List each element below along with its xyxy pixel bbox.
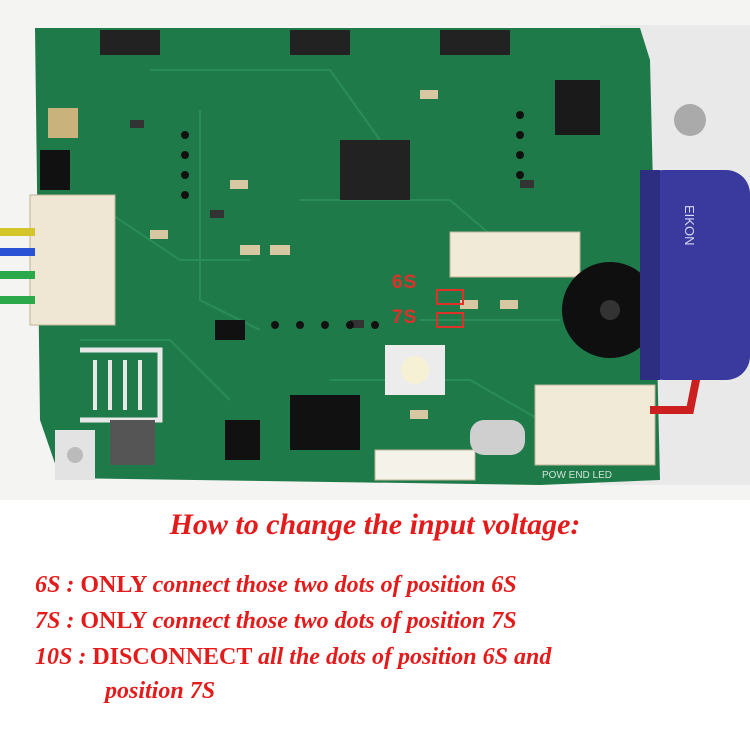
capacitor-brand-label: EIKON (682, 205, 697, 246)
instructions-title: How to change the input voltage: (169, 508, 581, 541)
instruction-row-10s-continuation: position 7S (105, 678, 215, 705)
row-key: 10S : (35, 644, 87, 670)
instructions-panel: How to change the input voltage: 6S : ON… (0, 500, 750, 750)
row-command: ONLY (80, 572, 147, 598)
pcb-board-photo (0, 0, 750, 500)
mark-6s-label: 6S (392, 272, 418, 293)
row-key: 7S : (35, 608, 75, 634)
row-key: 6S : (35, 572, 75, 598)
instruction-row-10s: 10S : DISCONNECT all the dots of positio… (35, 644, 551, 671)
mark-7s-label: 7S (392, 307, 418, 328)
silkscreen-label: POW END LED (542, 470, 613, 481)
row-description: connect those two dots of position 7S (152, 608, 517, 634)
row-command: DISCONNECT (92, 644, 252, 670)
instruction-row-7s: 7S : ONLY connect those two dots of posi… (35, 608, 517, 635)
row-description: connect those two dots of position 6S (152, 572, 517, 598)
instruction-row-6s: 6S : ONLY connect those two dots of posi… (35, 572, 517, 599)
row-description: all the dots of position 6S and (257, 644, 552, 670)
row-description-continued: position 7S (105, 678, 216, 704)
row-command: ONLY (80, 608, 147, 634)
